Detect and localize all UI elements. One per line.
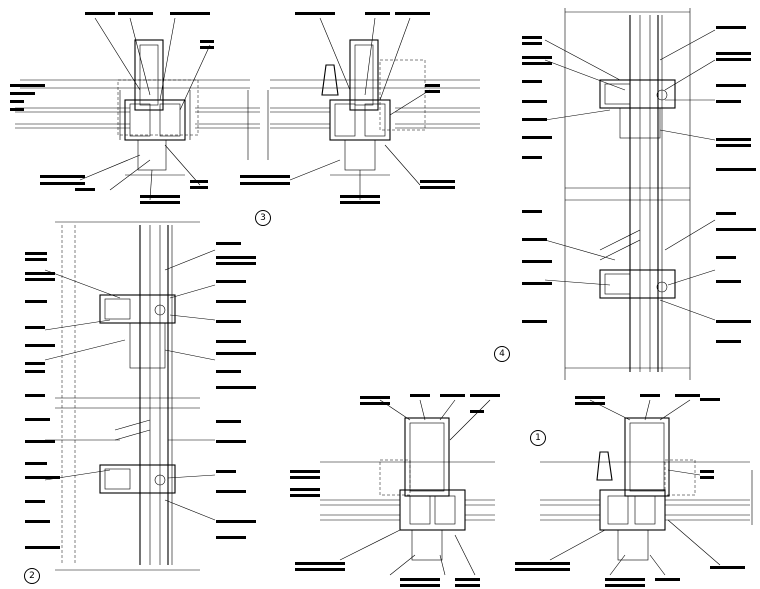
detail-label-4: 4 (494, 346, 510, 362)
detail-label-1: 1 (530, 430, 546, 446)
detail-1-section (290, 394, 500, 587)
detail-3-section (10, 12, 260, 204)
detail-3-mirror-section (240, 12, 480, 204)
detail-4-section (522, 8, 756, 380)
detail-2-section (25, 221, 256, 571)
detail-1-mirror-section (515, 394, 753, 587)
detail-label-3: 3 (255, 210, 271, 226)
detail-label-2: 2 (24, 568, 40, 584)
